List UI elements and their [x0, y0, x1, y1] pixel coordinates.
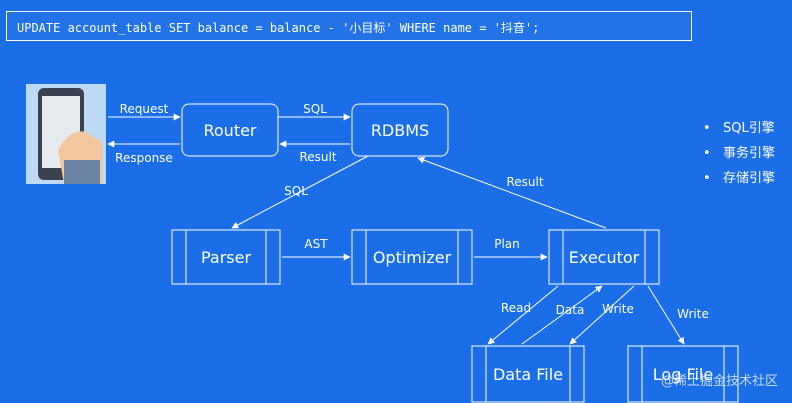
parser-label: Parser — [201, 248, 251, 267]
read-edge — [487, 285, 559, 345]
router-node — [181, 103, 279, 157]
rdbms-label: RDBMS — [371, 121, 429, 140]
watermark: @稀土掘金技术社区 — [660, 374, 778, 389]
optimizer-node — [351, 229, 473, 285]
write-log-edge — [647, 285, 685, 345]
read-label: Read — [501, 301, 531, 315]
router-sql-label: SQL — [303, 102, 327, 116]
log-file-label: Log File — [653, 365, 713, 384]
write-data-edge — [569, 285, 635, 345]
rdbms-result-label: Result — [299, 150, 336, 164]
response-label: Response — [115, 151, 173, 165]
engine-list: •SQL引擎 •事务引擎 •存储引擎 — [703, 116, 775, 191]
data-file-label: Data File — [493, 365, 563, 384]
engine-item: •事务引擎 — [703, 146, 776, 161]
executor-node — [548, 229, 660, 285]
sql-statement: UPDATE account_table SET balance = balan… — [17, 21, 540, 35]
optimizer-label: Optimizer — [373, 248, 452, 267]
engine-item: •存储引擎 — [703, 171, 776, 186]
write-log-label: Write — [677, 307, 709, 321]
write-data-label: Write — [602, 302, 634, 316]
request-label: Request — [120, 102, 169, 116]
data-edge — [521, 285, 603, 345]
plan-label: Plan — [494, 237, 520, 251]
sql-statement-box: UPDATE account_table SET balance = balan… — [6, 11, 692, 41]
log-file-node — [627, 345, 739, 403]
executor-to-rdbms-edge — [417, 156, 607, 229]
rdbms-to-parser-edge — [231, 155, 369, 229]
rdbms-sql-label: SQL — [284, 184, 308, 198]
parser-node — [171, 229, 281, 285]
ast-label: AST — [304, 237, 328, 251]
executor-label: Executor — [569, 248, 640, 267]
data-label: Data — [556, 303, 585, 317]
data-file-node — [471, 345, 585, 403]
rdbms-node — [351, 103, 449, 157]
phone-in-hand-icon — [26, 84, 106, 184]
executor-result-label: Result — [506, 175, 543, 189]
engine-item: •SQL引擎 — [703, 121, 775, 136]
router-label: Router — [203, 121, 256, 140]
